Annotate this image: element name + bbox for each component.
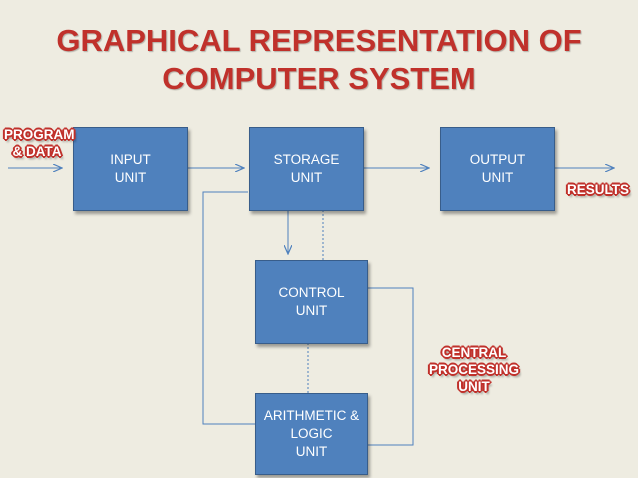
program-data-label: PROGRAM & DATA bbox=[4, 126, 75, 160]
alu-label-1: ARITHMETIC & bbox=[263, 408, 360, 423]
output-unit-box: OUTPUT UNIT bbox=[440, 127, 555, 211]
results-text: RESULTS bbox=[566, 182, 629, 197]
cpu-label-2: PROCESSING bbox=[428, 362, 520, 377]
program-label: PROGRAM bbox=[4, 127, 75, 142]
alu-label-2: LOGIC bbox=[290, 426, 333, 441]
loop-alu-to-storage bbox=[202, 191, 256, 425]
results-label: RESULTS bbox=[566, 181, 630, 198]
input-unit-label-2: UNIT bbox=[114, 170, 147, 185]
storage-unit-box: STORAGE UNIT bbox=[249, 127, 364, 211]
cpu-label-1: CENTRAL bbox=[441, 345, 507, 360]
storage-unit-label-2: UNIT bbox=[290, 170, 323, 185]
page-title: GRAPHICAL REPRESENTATION OF COMPUTER SYS… bbox=[0, 22, 638, 98]
output-unit-label-2: UNIT bbox=[481, 170, 514, 185]
title-line-1: GRAPHICAL REPRESENTATION OF bbox=[56, 23, 582, 58]
data-label: & DATA bbox=[12, 144, 62, 159]
control-unit-label-1: CONTROL bbox=[278, 285, 345, 300]
cpu-label-3: UNIT bbox=[458, 379, 490, 394]
cpu-label: CENTRAL PROCESSING UNIT bbox=[424, 344, 524, 395]
control-unit-box: CONTROL UNIT bbox=[255, 260, 368, 344]
input-unit-box: INPUT UNIT bbox=[73, 127, 188, 211]
title-line-2: COMPUTER SYSTEM bbox=[162, 61, 476, 96]
input-unit-label-1: INPUT bbox=[110, 152, 151, 167]
alu-box: ARITHMETIC & LOGIC UNIT bbox=[255, 393, 368, 475]
loop-control-alu bbox=[368, 287, 414, 446]
control-unit-label-2: UNIT bbox=[295, 303, 328, 318]
storage-unit-label-1: STORAGE bbox=[273, 152, 340, 167]
alu-label-3: UNIT bbox=[295, 444, 328, 459]
output-unit-label-1: OUTPUT bbox=[469, 152, 526, 167]
